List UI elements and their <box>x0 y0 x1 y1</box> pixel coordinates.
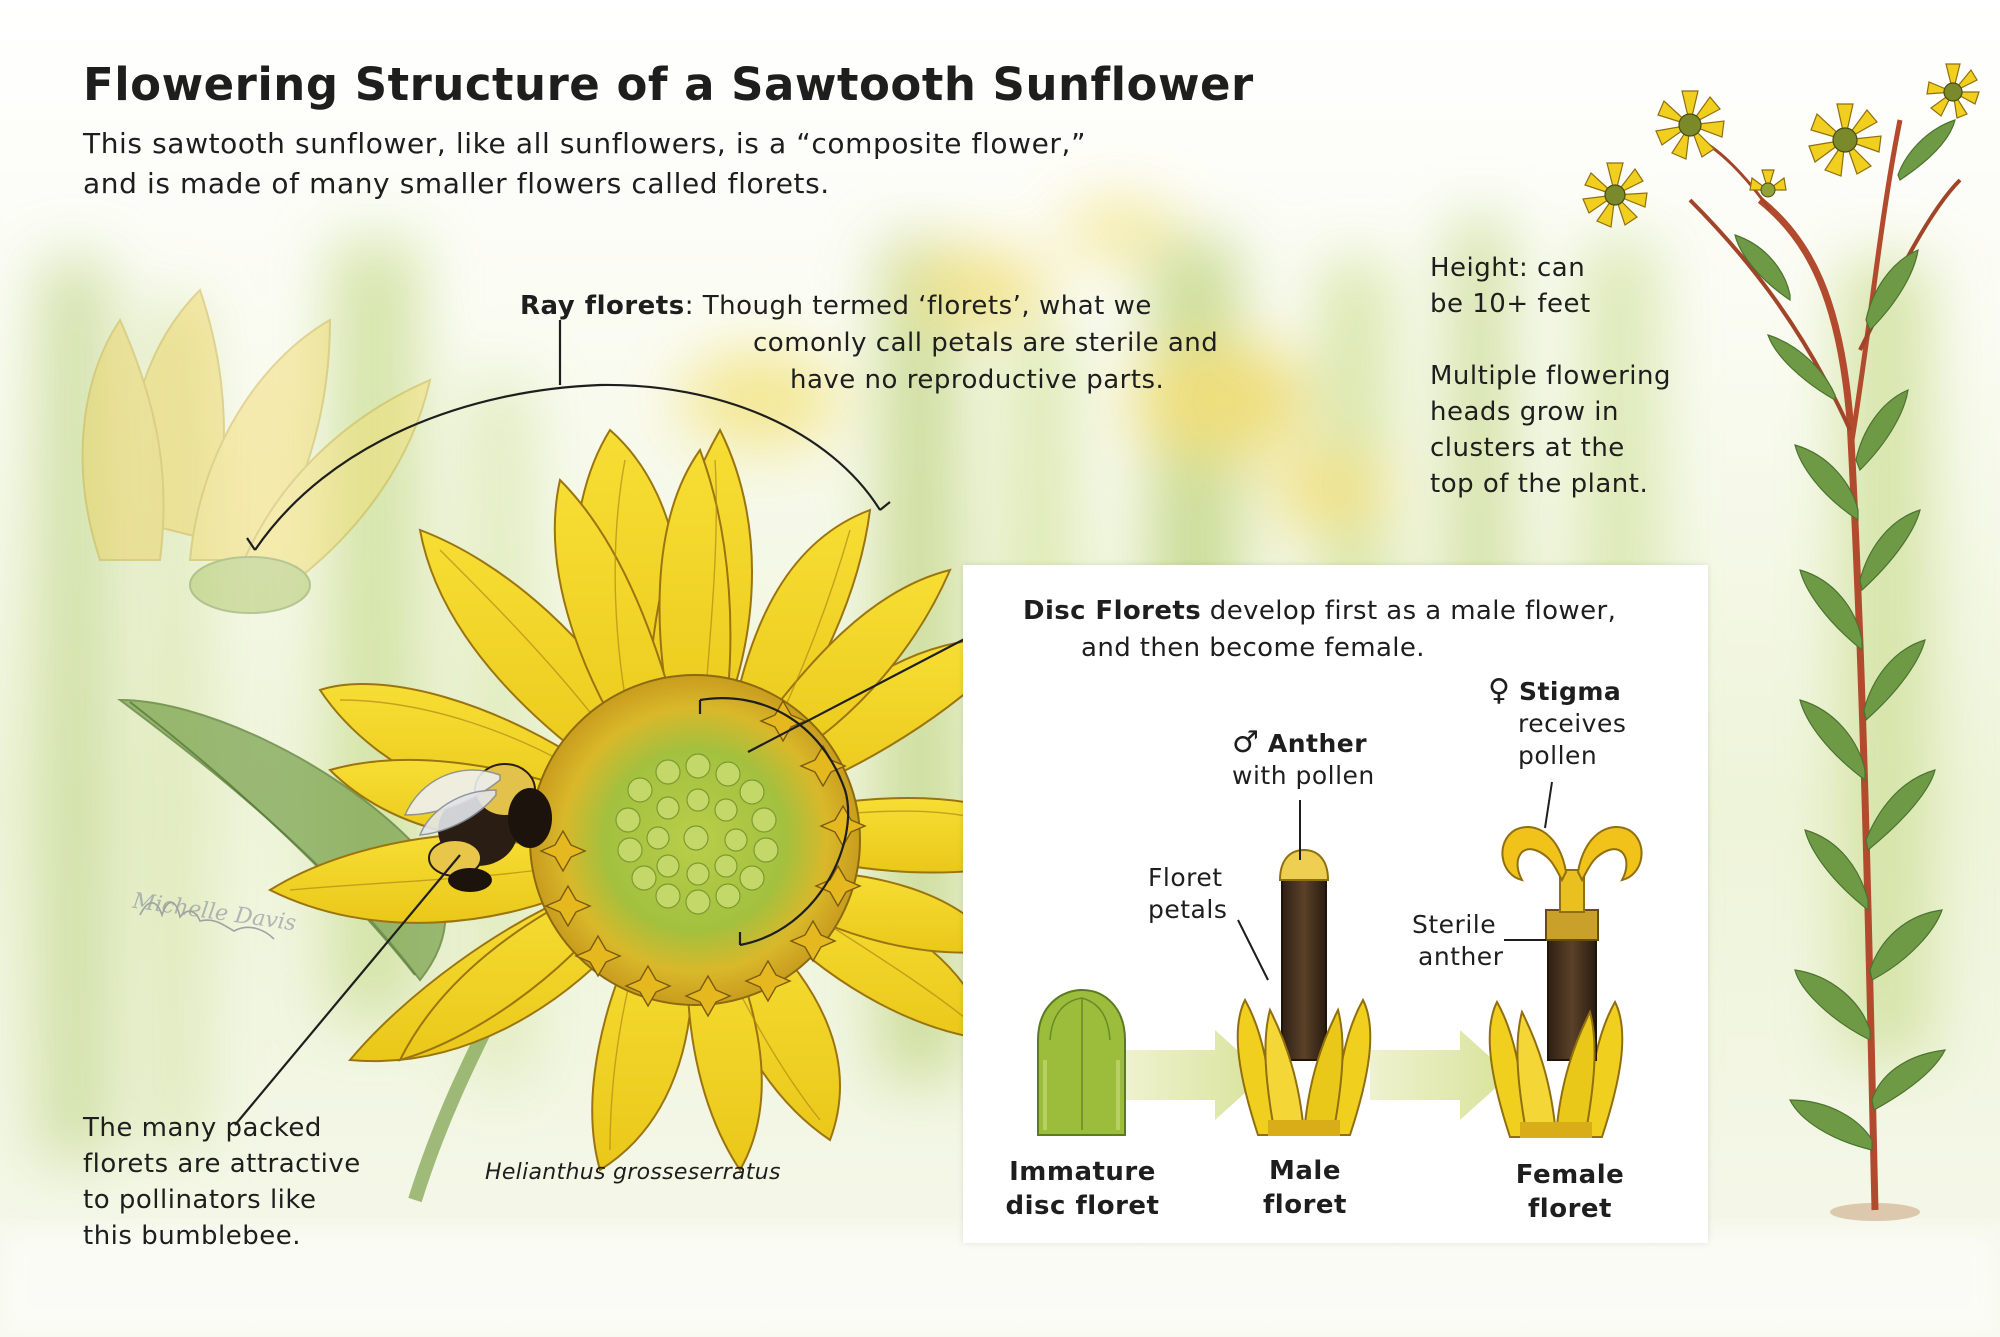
plant-flowerhead <box>1582 162 1648 228</box>
female-floret <box>1488 825 1643 1138</box>
scientific-name: Helianthus grosseserratus <box>485 1160 781 1185</box>
caption-female-floret: Female floret <box>1495 1158 1645 1226</box>
plant-flowerhead <box>1926 63 1980 119</box>
plant-flowerhead <box>1808 103 1882 177</box>
stigma-sub-2: pollen <box>1518 741 1598 770</box>
caption-male-line-2: floret <box>1263 1190 1347 1220</box>
male-floret <box>1236 848 1372 1136</box>
caption-female-line-1: Female <box>1515 1160 1625 1190</box>
artist-signature <box>139 901 275 940</box>
height-line-2: be 10+ feet <box>1430 289 1591 319</box>
female-symbol-icon: ♀ <box>1488 673 1511 708</box>
plant-bud <box>1749 169 1787 198</box>
floret-petals-line-2: petals <box>1148 895 1228 924</box>
pollinator-note: The many packed florets are attractive t… <box>83 1110 413 1254</box>
stigma-leader <box>1544 781 1553 829</box>
intro-line-2: and is made of many smaller flowers call… <box>83 167 830 200</box>
clusters-line-4: top of the plant. <box>1430 469 1649 499</box>
anther-term: Anther <box>1267 729 1368 758</box>
clusters-line-3: clusters at the <box>1430 433 1625 463</box>
clusters-line-2: heads grow in <box>1430 397 1619 427</box>
anther-sub: with pollen <box>1232 761 1375 790</box>
height-note: Height: can be 10+ feet <box>1430 250 1730 322</box>
page-title: Flowering Structure of a Sawtooth Sunflo… <box>83 58 1254 111</box>
disc-florets-annotation: Disc Florets develop first as a male flo… <box>1023 593 1703 667</box>
stigma-label: ♀ Stigma receives pollen <box>1488 675 1626 772</box>
plant-flowerhead <box>1655 90 1725 160</box>
ray-florets-term: Ray florets <box>520 291 685 321</box>
sterile-anther-line-2: anther <box>1418 942 1504 971</box>
floret-petals-line-1: Floret <box>1148 863 1223 892</box>
caption-immature-floret: Immature disc floret <box>990 1155 1175 1223</box>
tall-sunflower-plant <box>1582 63 1980 1221</box>
clusters-note: Multiple flowering heads grow in cluster… <box>1430 358 1730 502</box>
height-line-1: Height: can <box>1430 253 1586 283</box>
ray-florets-line-2: comonly call petals are sterile and <box>753 328 1219 358</box>
ray-florets-line-3: have no reproductive parts. <box>790 365 1165 395</box>
caption-male-line-1: Male <box>1269 1156 1341 1186</box>
pollinator-leader <box>234 854 461 1126</box>
disc-florets-term: Disc Florets <box>1023 596 1202 626</box>
disc-florets-texture <box>615 753 779 915</box>
caption-male-floret: Male floret <box>1245 1154 1365 1222</box>
pollinator-line-2: florets are attractive <box>83 1149 361 1179</box>
anther-label: ♂ Anther with pollen <box>1232 727 1375 792</box>
male-symbol-icon: ♂ <box>1232 725 1260 760</box>
ray-florets-bracket <box>254 383 881 551</box>
intro-line-1: This sawtooth sunflower, like all sunflo… <box>83 127 1087 160</box>
sterile-anther-line-1: Sterile <box>1412 910 1497 939</box>
caption-immature-line-1: Immature <box>1009 1157 1156 1187</box>
pollinator-line-4: this bumblebee. <box>83 1221 302 1251</box>
pollinator-line-3: to pollinators like <box>83 1185 317 1215</box>
pollinator-line-1: The many packed <box>83 1113 322 1143</box>
caption-immature-line-2: disc floret <box>1005 1191 1160 1221</box>
disc-florets-line-2: and then become female. <box>1081 633 1425 663</box>
background-flower <box>81 288 432 614</box>
immature-disc-floret <box>1037 988 1126 1136</box>
floret-petals-leader <box>1237 919 1269 981</box>
arrow-male-to-female <box>1370 1030 1510 1120</box>
ray-florets-annotation: Ray florets: Though termed ‘florets’, wh… <box>520 288 1300 399</box>
clusters-line-1: Multiple flowering <box>1430 361 1671 391</box>
floret-petals-label: Floret petals <box>1148 862 1227 926</box>
disc-florets-line-1: develop first as a male flower, <box>1201 596 1617 626</box>
disc-florets-bracket <box>699 697 850 947</box>
ray-florets-line-1: : Though termed ‘florets’, what we <box>684 291 1152 321</box>
stigma-term: Stigma <box>1518 677 1622 706</box>
arrow-immature-to-male <box>1125 1030 1265 1120</box>
bumblebee <box>403 763 552 892</box>
caption-female-line-2: floret <box>1528 1194 1612 1224</box>
intro-text: This sawtooth sunflower, like all sunflo… <box>83 124 1283 204</box>
disc-outer-stars <box>539 699 867 1018</box>
stigma-sub-1: receives <box>1518 709 1627 738</box>
sterile-anther-label: Sterile anther <box>1412 909 1503 973</box>
